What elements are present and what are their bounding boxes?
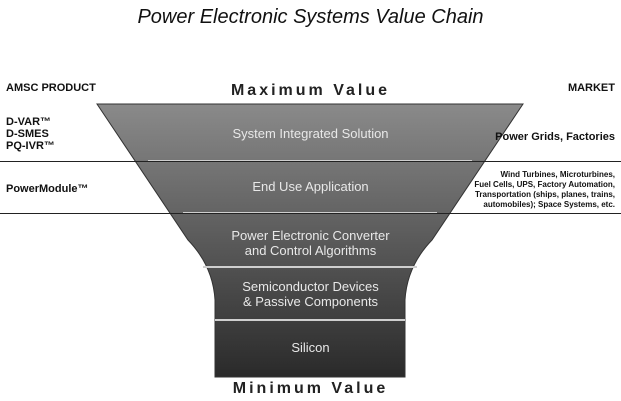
product-powermodule: PowerModule™ bbox=[6, 183, 89, 195]
tier-label-line: & Passive Components bbox=[242, 294, 379, 309]
amsc-product-header: AMSC PRODUCT bbox=[6, 82, 96, 94]
product-d-var: D-VAR™ bbox=[6, 116, 52, 128]
market-end-use-list: Wind Turbines, Microturbines, Fuel Cells… bbox=[474, 170, 615, 210]
row-divider-line bbox=[0, 213, 621, 214]
minimum-value-label: Minimum Value bbox=[232, 380, 389, 397]
tier-label-line: Power Electronic Converter bbox=[231, 228, 390, 243]
market-power-grids: Power Grids, Factories bbox=[495, 131, 615, 143]
diagram-title: Power Electronic Systems Value Chain bbox=[137, 6, 484, 28]
funnel-shape bbox=[96, 103, 524, 378]
tier-silicon: Silicon bbox=[0, 340, 621, 355]
product-pq-ivr: PQ-IVR™ bbox=[6, 140, 55, 152]
tier-label-line: Semiconductor Devices bbox=[242, 279, 379, 294]
market-line: Fuel Cells, UPS, Factory Automation, bbox=[474, 180, 615, 189]
market-line: Transportation (ships, planes, trains, bbox=[474, 190, 615, 199]
market-line: Wind Turbines, Microturbines, bbox=[500, 170, 615, 179]
tier-label-line: End Use Application bbox=[252, 179, 369, 194]
market-line: automobiles); Space Systems, etc. bbox=[483, 200, 615, 209]
tier-label-line: System Integrated Solution bbox=[232, 126, 389, 141]
tier-label-line: and Control Algorithms bbox=[244, 243, 377, 258]
maximum-value-label: Maximum Value bbox=[230, 82, 391, 99]
row-divider-line bbox=[0, 161, 621, 162]
product-d-smes: D-SMES bbox=[6, 128, 49, 140]
tier-end-use-application: End Use Application bbox=[0, 179, 621, 194]
tier-label-line: Silicon bbox=[291, 340, 330, 355]
tier-power-electronic-converter: Power Electronic Converter and Control A… bbox=[0, 228, 621, 258]
tier-semiconductor-devices: Semiconductor Devices & Passive Componen… bbox=[0, 279, 621, 309]
market-header: MARKET bbox=[567, 82, 615, 94]
tier-system-integrated-solution: System Integrated Solution bbox=[0, 126, 621, 141]
product-list-top: D-VAR™ D-SMES PQ-IVR™ bbox=[6, 116, 55, 152]
